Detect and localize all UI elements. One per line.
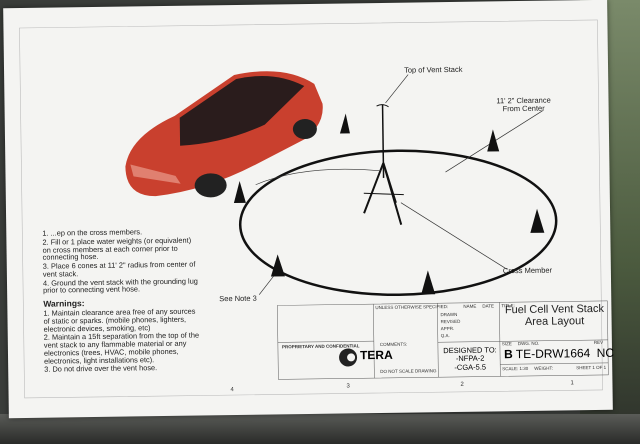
vent-stack: [363, 104, 404, 225]
sheet-size: B: [503, 347, 513, 362]
zone-number: 4: [230, 387, 234, 394]
label-cross-member: Cross Member: [502, 265, 553, 276]
rev-label: REV: [593, 339, 604, 346]
drawing-sheet: Top of Vent Stack 11' 2" Clearance From …: [3, 0, 615, 419]
note: 2. Fill or 1 place water weights (or equ…: [42, 235, 192, 263]
border: [19, 19, 603, 399]
warning: 2. Maintain a 15ft separation from the t…: [43, 330, 200, 366]
cone: [487, 129, 500, 152]
drawn-label: DRAWN: [440, 311, 458, 318]
drawing-title: Fuel Cell Vent Stack Area Layout: [504, 302, 605, 328]
background-bottom: [0, 414, 640, 444]
dwg-no-label: DWG. NO.: [517, 340, 540, 347]
weight: WEIGHT:: [534, 365, 554, 371]
cone: [530, 208, 545, 233]
label-see-note: See Note 3: [219, 293, 257, 304]
label-top-of-vent-stack: Top of Vent Stack: [404, 64, 463, 75]
do-not-scale: DO NOT SCALE DRAWING: [380, 368, 437, 375]
qa-label: Q.A.: [440, 333, 450, 339]
revised-label: REVISED: [440, 318, 461, 325]
cone: [339, 113, 350, 134]
drawing-graphics: [19, 19, 609, 399]
zone-number: 2: [460, 381, 464, 388]
company-name: TERA: [359, 347, 393, 363]
label-clearance: 11' 2" Clearance From Center: [496, 95, 551, 114]
comments-label: COMMENTS:: [379, 341, 408, 348]
scale: SCALE: 1:30: [502, 365, 529, 372]
clearance-circle: [238, 149, 558, 297]
name-header: NAME: [463, 303, 477, 309]
designed-to: DESIGNED TO: -NFPA-2 -CGA-5.5: [442, 345, 498, 372]
zone-number: 1: [570, 380, 574, 387]
designed-to-standard: -CGA-5.5: [454, 362, 487, 372]
drawing-number-row: B TE-DRW1664 NC: [503, 345, 615, 362]
date-header: DATE: [482, 303, 495, 309]
zone-number: 3: [346, 383, 350, 390]
note: 3. Place 6 cones at 11' 2" radius from c…: [42, 259, 196, 279]
note: 4. Ground the vent stack with the ground…: [42, 276, 198, 296]
appr-label: APPR.: [440, 325, 455, 332]
cone: [270, 254, 285, 277]
title-block-grid: [277, 300, 609, 380]
warning: 1. Maintain clearance area free of any s…: [43, 306, 196, 334]
cone: [233, 180, 246, 204]
car-illustration: [125, 71, 323, 198]
size-label: SIZE: [501, 341, 512, 347]
revision: NC: [596, 345, 615, 360]
sheet: SHEET 1 OF 1: [576, 364, 607, 371]
notes-block: 1. ...ep on the cross members. 2. Fill o…: [42, 227, 202, 375]
cone: [421, 270, 436, 295]
warning: 3. Do not drive over the vent hose.: [44, 363, 158, 375]
drawing-number: TE-DRW1664: [515, 346, 591, 362]
